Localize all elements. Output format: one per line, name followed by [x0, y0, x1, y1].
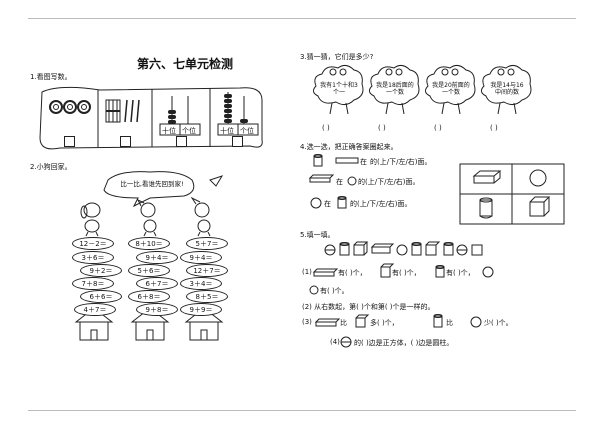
cloud-1-answer[interactable]: ( ): [322, 124, 330, 132]
eq-c3-3: 12＋7＝: [186, 264, 228, 277]
q5-l3-num: (3): [302, 318, 312, 326]
eq-c2-1: 8＋10＝: [128, 237, 170, 250]
eq-c1-5: 6＋6＝: [80, 290, 122, 303]
cloud-1-text: 我有1个十和3个一: [320, 82, 358, 96]
answer-box-3[interactable]: [176, 136, 187, 147]
eq-c3-6: 9＋9＝: [180, 303, 222, 316]
eq-c1-1: 12－2＝: [72, 237, 114, 250]
eq-c3-4: 3＋4＝: [180, 277, 222, 290]
cloud-3-text: 我是20前面的一个数: [432, 82, 470, 96]
q4-row2-pre: 在: [336, 178, 343, 186]
top-rule: [28, 18, 576, 19]
answer-box-1[interactable]: [64, 136, 75, 147]
bottom-rule: [28, 410, 576, 411]
eq-c1-3: 9＋2＝: [80, 264, 122, 277]
q4-row3-pre: 在: [324, 200, 331, 208]
q5-label: 5.填一填。: [300, 231, 335, 239]
q1-label: 1.看图写数。: [30, 73, 72, 81]
cloud-4-text: 我是14与16中间的数: [490, 82, 524, 96]
answer-box-2[interactable]: [120, 136, 131, 147]
eq-c3-2: 9＋4＝: [180, 251, 222, 264]
q5-l1-bar[interactable]: 有( )个，: [338, 269, 367, 277]
abacus2-tens-label: 十位: [220, 127, 234, 135]
dog-1: [80, 202, 101, 237]
q5-l4-text[interactable]: 的( )边是正方体，( )边是圆柱。: [354, 339, 454, 347]
q5-l1-ball[interactable]: 有( )个。: [320, 287, 349, 295]
eq-c3-5: 8＋5＝: [186, 290, 228, 303]
q5-l3-bi1: 比: [340, 319, 347, 327]
eq-c3-1: 5＋7＝: [186, 237, 228, 250]
q4-row3-post[interactable]: 的(上/下/左/右)面。: [350, 200, 412, 208]
q3-label: 3.猜一猜，它们是多少?: [300, 53, 374, 61]
cloud-3-answer[interactable]: ( ): [434, 124, 442, 132]
eq-c2-6: 9＋8＝: [136, 303, 178, 316]
eq-c1-6: 4＋7＝: [74, 303, 116, 316]
eq-c2-5: 6＋8＝: [128, 290, 170, 303]
answer-box-4[interactable]: [232, 136, 243, 147]
eq-c1-4: 7＋8＝: [72, 277, 114, 290]
eq-c2-4: 6＋7＝: [136, 277, 178, 290]
dog-3: [190, 175, 224, 237]
dog-2: [136, 198, 157, 237]
q5-l1-num: (1): [302, 268, 312, 276]
q4-label: 4.选一选，把正确答案圈起来。: [300, 143, 398, 151]
q5-l1-cyl[interactable]: 有( )个，: [446, 269, 475, 277]
q4-row1-post[interactable]: 的(上/下/左/右)面。: [370, 158, 432, 166]
q4-row1-pre: 在: [360, 158, 367, 166]
abacus1-ones-label: 个位: [182, 127, 196, 135]
cloud-4-answer[interactable]: ( ): [490, 124, 498, 132]
q5-l1-cube[interactable]: 有( )个，: [392, 269, 421, 277]
page-title: 第六、七单元检测: [136, 57, 233, 71]
eq-c2-2: 9＋4＝: [136, 251, 178, 264]
q5-l3-less[interactable]: 少( )个。: [484, 319, 513, 327]
speech-bubble-text: 比一比,看谁先回到家!: [120, 180, 184, 188]
eq-c2-3: 5＋6＝: [128, 264, 170, 277]
q5-l3-bi2: 比: [446, 319, 453, 327]
cloud-2-answer[interactable]: ( ): [378, 124, 386, 132]
abacus1-tens-label: 十位: [162, 127, 176, 135]
q4-row2-post[interactable]: 的(上/下/左/右)面。: [358, 178, 420, 186]
q5-l2[interactable]: (2) 从右数起，第( )个和第( )个是一样的。: [302, 303, 435, 311]
cloud-2-text: 我是18后面的一个数: [376, 82, 414, 96]
q2-label: 2.小狗回家。: [30, 163, 72, 171]
eq-c1-2: 3＋6＝: [72, 251, 114, 264]
abacus2-ones-label: 个位: [240, 127, 254, 135]
q5-l4-num: (4): [330, 338, 340, 346]
q5-l3-more[interactable]: 多( )个，: [370, 319, 399, 327]
